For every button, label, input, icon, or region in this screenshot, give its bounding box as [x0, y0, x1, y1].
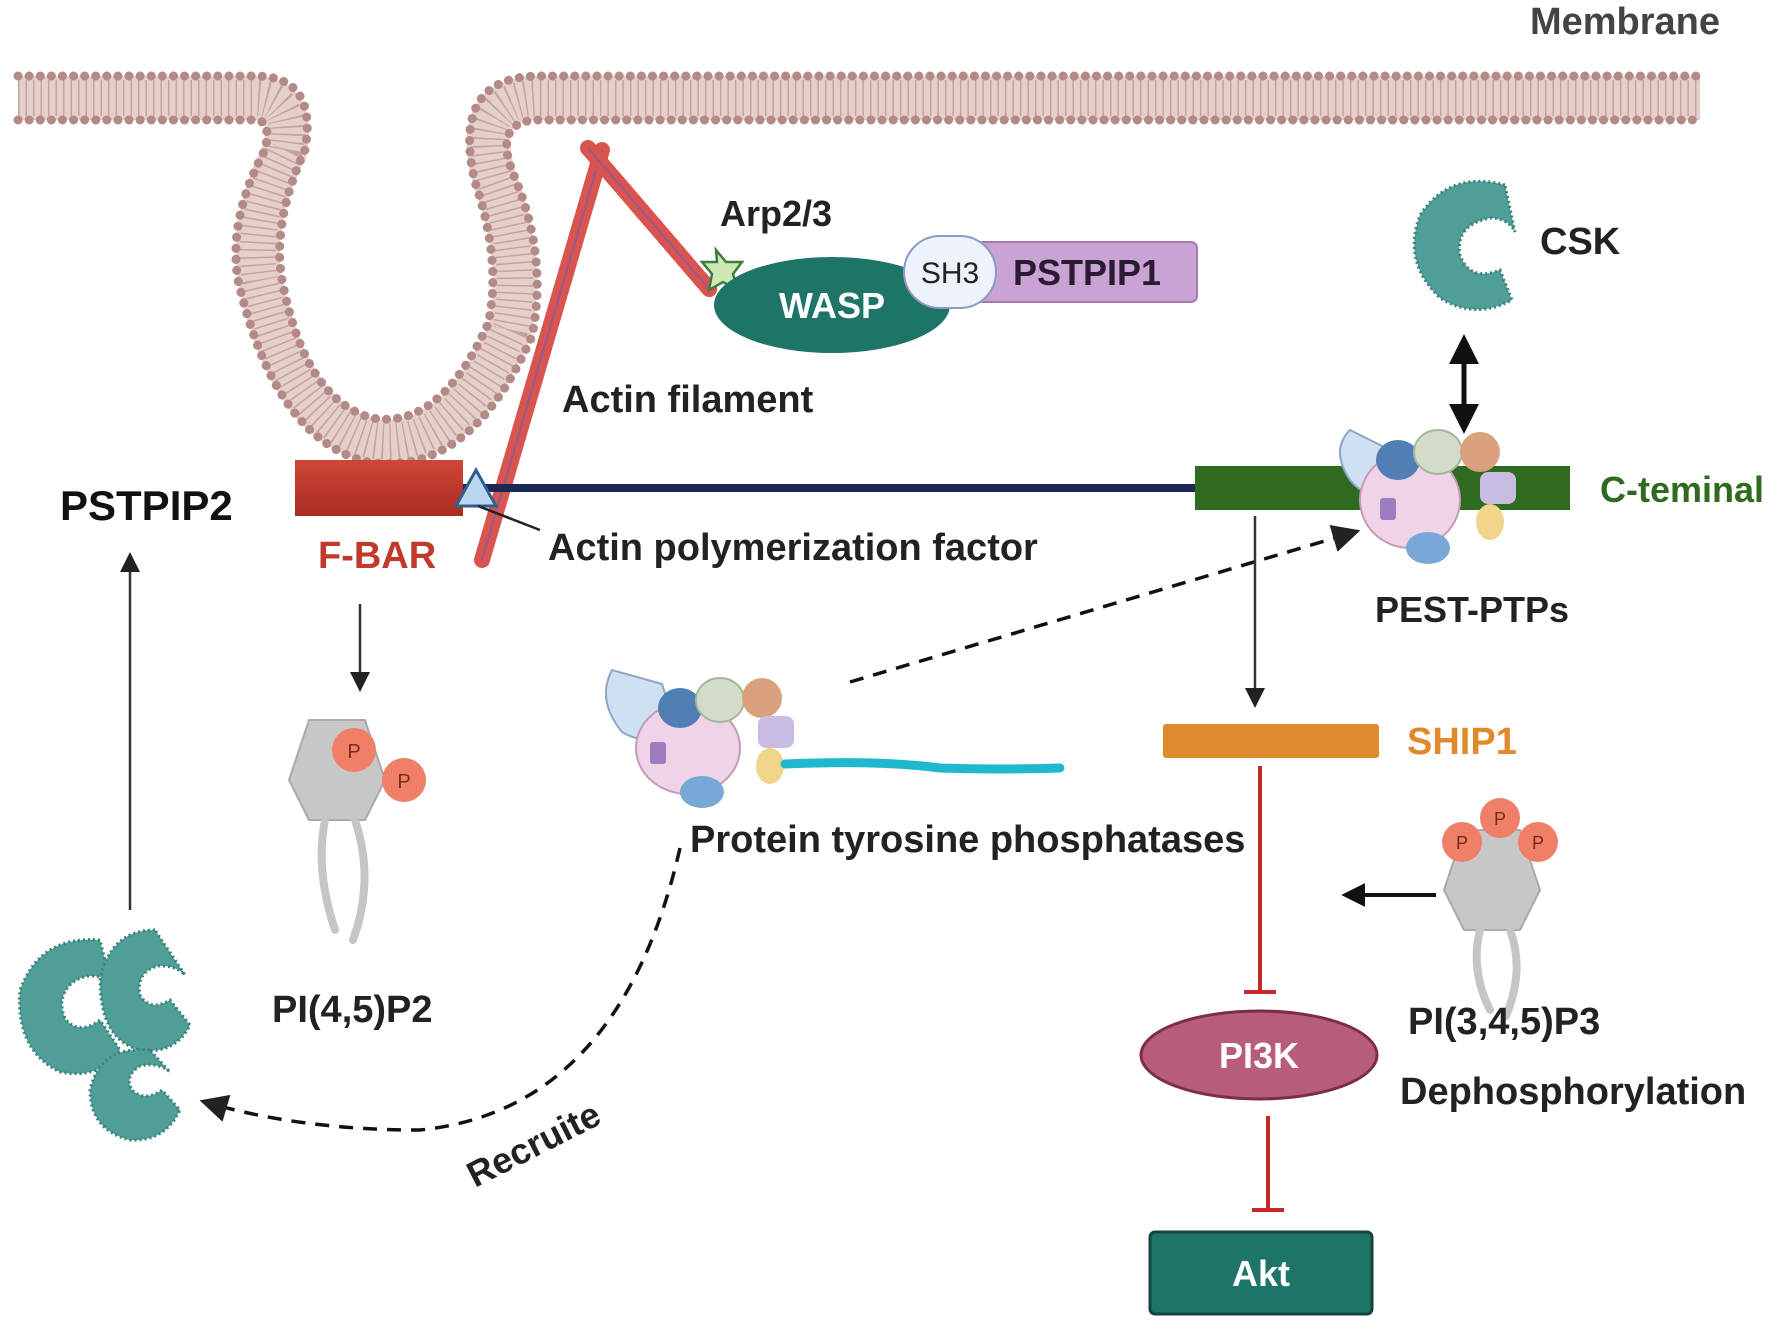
phosphate-p: P [1456, 833, 1468, 853]
wasp-pstpip1-complex: WASP SH3 PSTPIP1 [714, 235, 1198, 353]
pi45p2-label: PI(4,5)P2 [272, 989, 433, 1031]
ship1-bar [1163, 724, 1379, 758]
ptp-to-pest-dashed-arrow [849, 524, 1361, 684]
phosphate-p: P [347, 741, 360, 763]
fbar-label: F-BAR [318, 535, 436, 577]
pi3k-label: PI3K [1219, 1035, 1299, 1076]
actin-factor-label: Actin polymerization factor [548, 527, 1038, 569]
actin-filament-label: Actin filament [562, 379, 814, 421]
pi345p3-label: PI(3,4,5)P3 [1408, 1001, 1600, 1043]
pi345p3-phosphate-icons: P P P [1442, 798, 1558, 862]
pstpip2-dimer-icon [18, 928, 192, 1142]
akt-box [1148, 1230, 1374, 1316]
phosphate-p: P [1494, 809, 1506, 829]
actin-factor-pointer [477, 504, 541, 532]
membrane-label: Membrane [1530, 1, 1720, 43]
fbar-domain [295, 460, 463, 516]
pstpip1-label: PSTPIP1 [1013, 252, 1161, 293]
arp23-label: Arp2/3 [720, 193, 832, 234]
recruite-label: Recruite [460, 1093, 607, 1195]
akt-label: Akt [1232, 1253, 1290, 1294]
wasp-label: WASP [779, 285, 885, 326]
phosphate-p: P [1532, 833, 1544, 853]
pest-ptps-protein-icon [1339, 428, 1516, 564]
ptp-linker [780, 758, 1065, 774]
pest-ptps-label: PEST-PTPs [1375, 589, 1569, 630]
membrane-outer-heads [13, 71, 1705, 424]
sh3-domain [903, 235, 997, 309]
ptp-label: Protein tyrosine phosphatases [690, 819, 1245, 861]
csk-protein-icon [1412, 179, 1517, 311]
csk-label: CSK [1540, 221, 1621, 263]
sh3-label: SH3 [921, 257, 979, 290]
pstpip2-label: PSTPIP2 [60, 482, 233, 529]
cterminal-label: C-teminal [1600, 469, 1764, 510]
pi3k-ellipse [1139, 1009, 1379, 1101]
wasp-ellipse [714, 257, 950, 353]
ptp-protein-icon [605, 668, 794, 808]
recruite-dashed-arrow [199, 847, 682, 1132]
dephosphorylation-label: Dephosphorylation [1400, 1071, 1746, 1113]
phosphate-p: P [397, 771, 410, 793]
pi45p2-phosphate-icons: P P [332, 728, 426, 802]
actin-polymerization-factor-icon [453, 466, 499, 508]
ship1-label: SHIP1 [1407, 721, 1517, 763]
